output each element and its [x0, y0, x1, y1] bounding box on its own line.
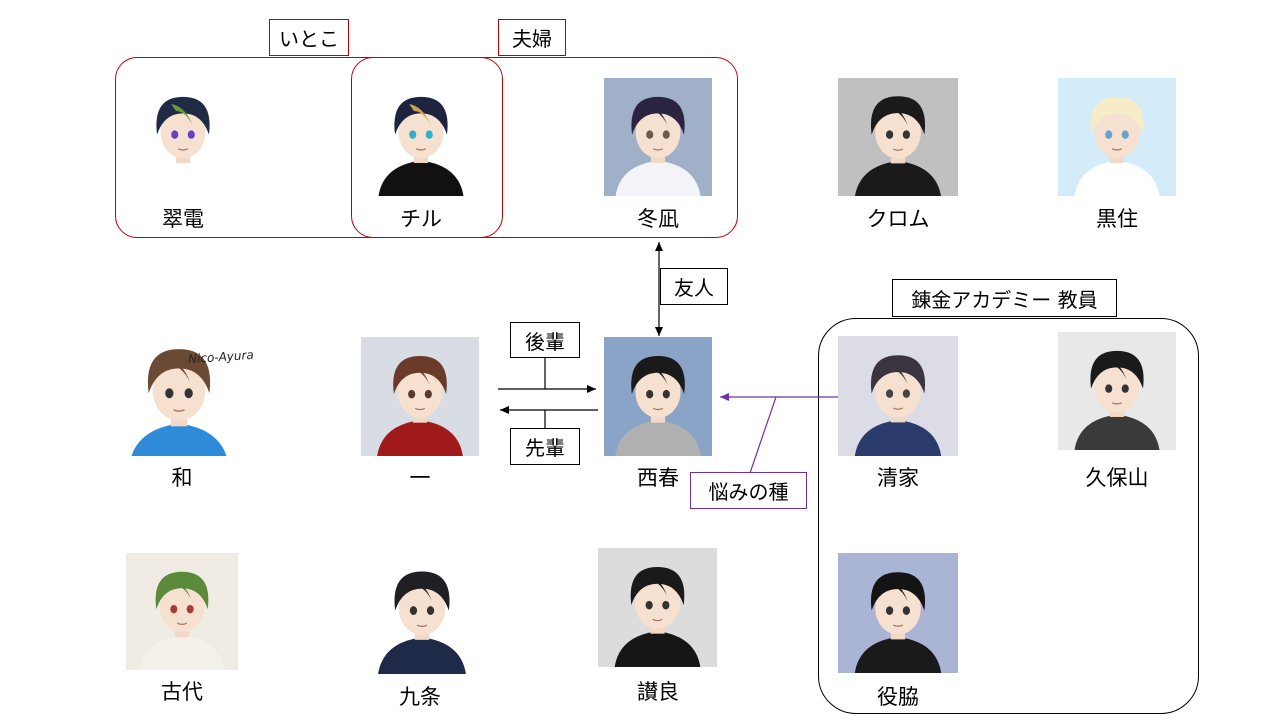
kuromu-portrait	[838, 78, 958, 196]
kuboyama-name: 久保山	[1085, 466, 1149, 490]
nishiharu-name: 西春	[637, 466, 679, 490]
couple-group-frame	[351, 57, 738, 238]
cousins-group-frame	[115, 57, 503, 238]
kuboyama-portrait	[1058, 332, 1176, 450]
kuromu-name: クロム	[866, 207, 930, 231]
fuyunagi-portrait	[604, 78, 712, 196]
yakuwaki-portrait	[838, 553, 958, 673]
suiden-name: 翠電	[162, 207, 204, 231]
couple-label: 夫婦	[498, 19, 566, 56]
senior-label: 先輩	[510, 428, 580, 465]
kodai-portrait	[126, 553, 238, 670]
kujou-name: 九条	[399, 685, 441, 709]
academy-staff-label: 錬金アカデミー 教員	[892, 279, 1117, 317]
worry-tag-leader	[749, 396, 777, 474]
junior-label: 後輩	[510, 322, 580, 358]
nishiharu-portrait	[604, 337, 712, 456]
kujou-portrait	[363, 552, 481, 674]
chiru-portrait	[362, 78, 480, 196]
academy-staff-group-frame	[818, 318, 1199, 714]
seika-name: 清家	[877, 466, 919, 490]
suiden-portrait	[124, 78, 242, 196]
sanra-name: 讃良	[637, 680, 679, 704]
kodai-name: 古代	[161, 680, 203, 704]
kurozumi-name: 黒住	[1096, 207, 1138, 231]
yakuwaki-name: 役脇	[877, 685, 919, 709]
sanra-portrait	[598, 548, 717, 667]
friend-label: 友人	[660, 268, 728, 305]
fuyunagi-name: 冬凪	[637, 207, 679, 231]
chiru-name: チル	[400, 207, 442, 231]
hajime-name: 一	[409, 466, 431, 490]
hajime-portrait	[361, 337, 479, 456]
nagomi-name: 和	[171, 466, 193, 490]
kurozumi-portrait	[1058, 78, 1176, 196]
nagomi-portrait	[110, 336, 248, 456]
seika-portrait	[838, 336, 958, 456]
worry-seed-label: 悩みの種	[690, 472, 807, 509]
cousins-label: いとこ	[269, 19, 349, 56]
